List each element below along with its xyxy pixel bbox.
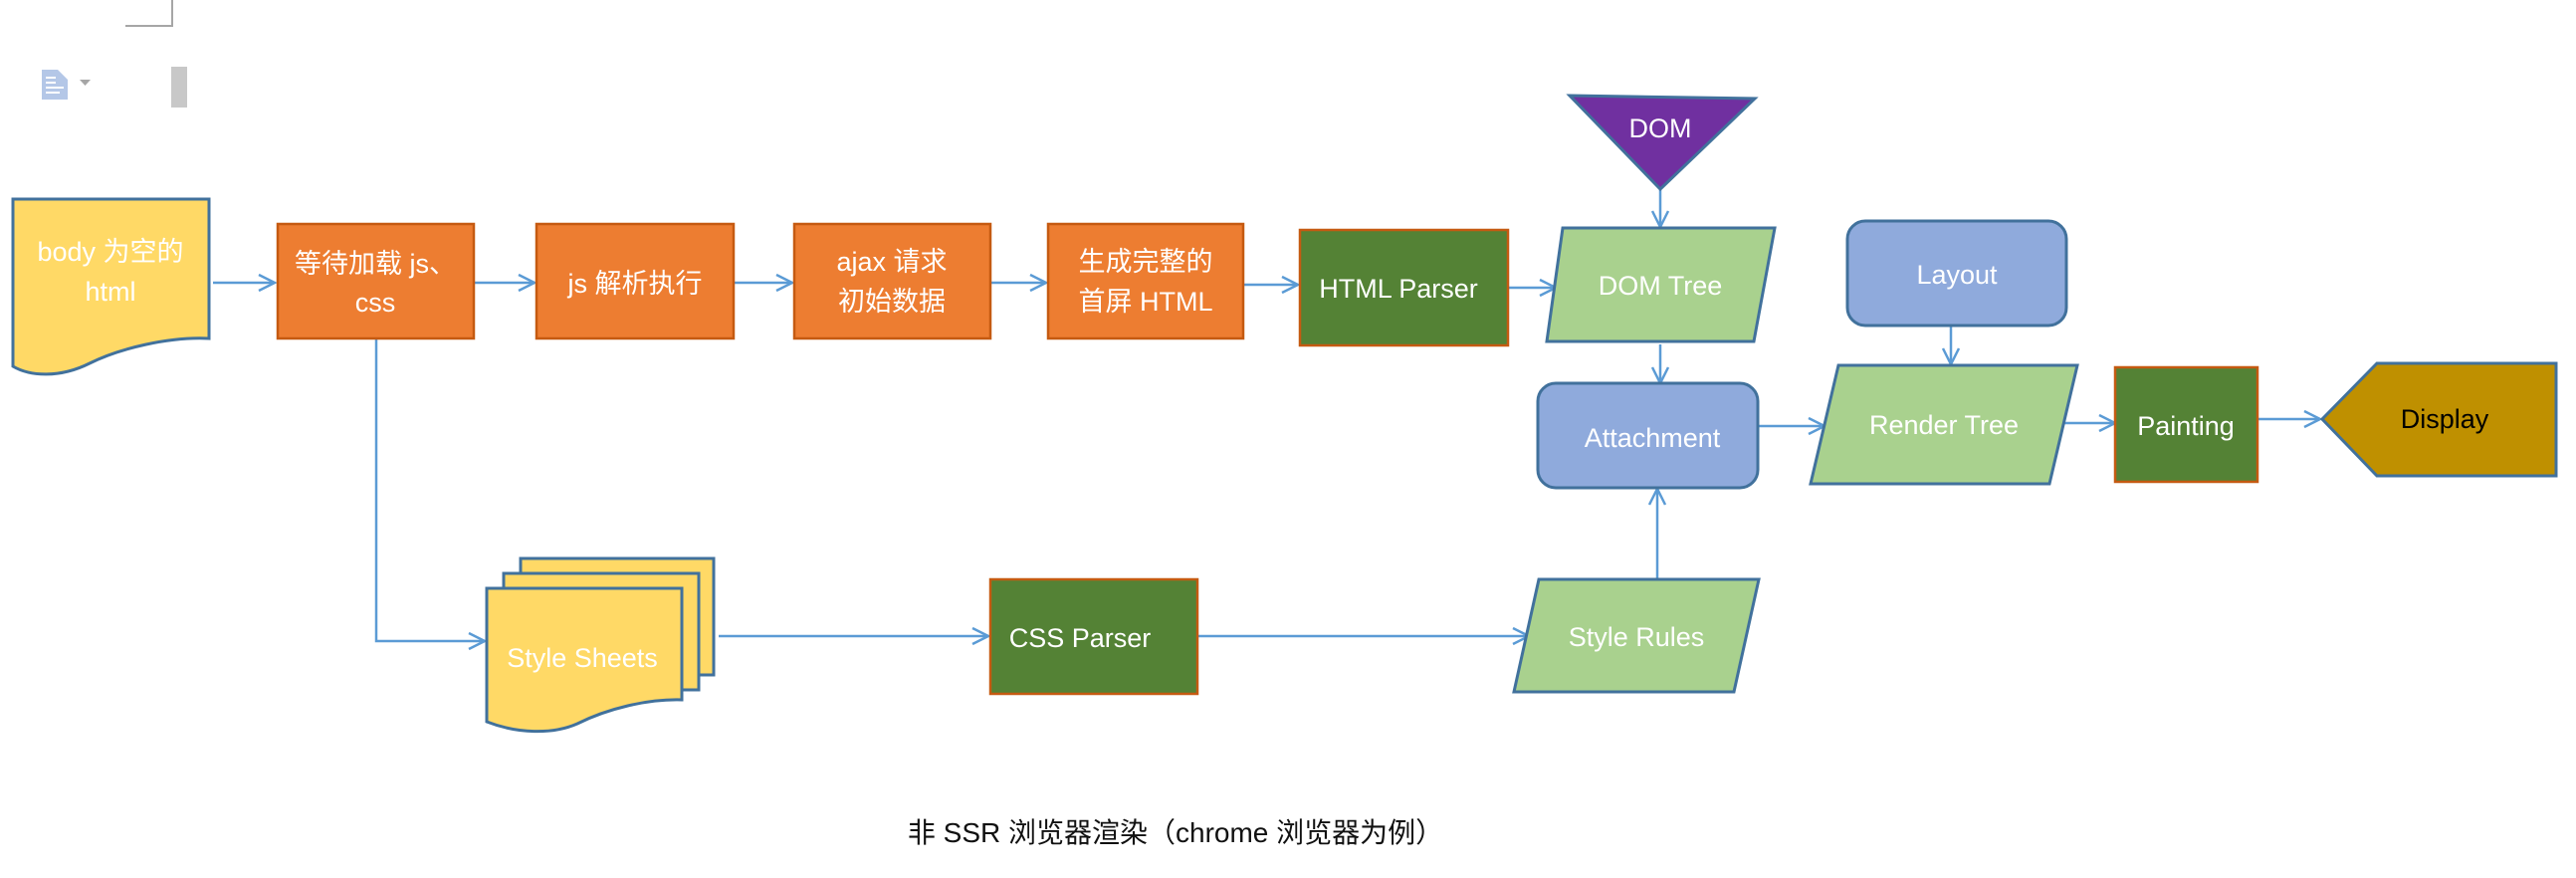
node-style-sheets[interactable]: Style Sheets xyxy=(485,556,716,734)
node-display-label: Display xyxy=(2401,404,2489,434)
page-corner-mark xyxy=(125,0,173,27)
node-painting[interactable]: Painting xyxy=(2113,365,2259,484)
connectors xyxy=(213,190,2320,641)
node-body-html-line1: body 为空的 xyxy=(37,237,183,267)
node-painting-label: Painting xyxy=(2137,411,2235,441)
node-js-exec[interactable]: js 解析执行 xyxy=(535,222,736,340)
node-ajax-line1: ajax 请求 xyxy=(836,247,947,277)
node-body-html[interactable]: body 为空的 html xyxy=(11,197,211,376)
node-css-parser-label: CSS Parser xyxy=(1009,623,1152,653)
node-wait-load[interactable]: 等待加载 js、 css xyxy=(276,222,476,340)
node-ajax[interactable]: ajax 请求 初始数据 xyxy=(792,222,992,340)
node-style-rules-label: Style Rules xyxy=(1569,622,1705,652)
dropdown-triangle-icon[interactable] xyxy=(80,80,91,86)
edge-wait-to-stylesheets xyxy=(374,338,485,641)
node-gen-html[interactable]: 生成完整的 首屏 HTML xyxy=(1046,222,1245,340)
node-css-parser[interactable]: CSS Parser xyxy=(988,577,1199,696)
node-gen-html-line2: 首屏 HTML xyxy=(1079,287,1213,317)
node-layout-label: Layout xyxy=(1916,260,1998,290)
node-attachment-label: Attachment xyxy=(1585,423,1721,453)
node-render-tree[interactable]: Render Tree xyxy=(1809,363,2079,486)
node-render-tree-label: Render Tree xyxy=(1869,410,2019,440)
node-dom-label: DOM xyxy=(1629,113,1692,143)
node-style-sheets-label: Style Sheets xyxy=(507,643,658,673)
node-dom[interactable]: DOM xyxy=(1566,94,1759,192)
node-gen-html-line1: 生成完整的 xyxy=(1079,247,1213,277)
node-style-rules[interactable]: Style Rules xyxy=(1512,577,1761,694)
node-html-parser[interactable]: HTML Parser xyxy=(1298,228,1510,347)
node-layout[interactable]: Layout xyxy=(1845,219,2068,328)
node-ajax-line2: 初始数据 xyxy=(838,287,946,317)
node-attachment[interactable]: Attachment xyxy=(1536,381,1760,490)
node-body-html-line2: html xyxy=(85,277,135,307)
node-display[interactable]: Display xyxy=(2319,361,2558,478)
diagram-caption: 非 SSR 浏览器渲染（chrome 浏览器为例） xyxy=(908,817,1443,848)
document-icon[interactable] xyxy=(42,70,68,100)
text-cursor-bar xyxy=(171,67,187,108)
node-js-exec-line1: js 解析执行 xyxy=(567,269,703,299)
node-dom-tree-label: DOM Tree xyxy=(1599,271,1723,301)
node-wait-load-line2: css xyxy=(355,288,396,318)
node-html-parser-label: HTML Parser xyxy=(1319,274,1478,304)
node-dom-tree[interactable]: DOM Tree xyxy=(1545,226,1777,343)
node-wait-load-line1: 等待加载 js、 xyxy=(295,249,456,279)
